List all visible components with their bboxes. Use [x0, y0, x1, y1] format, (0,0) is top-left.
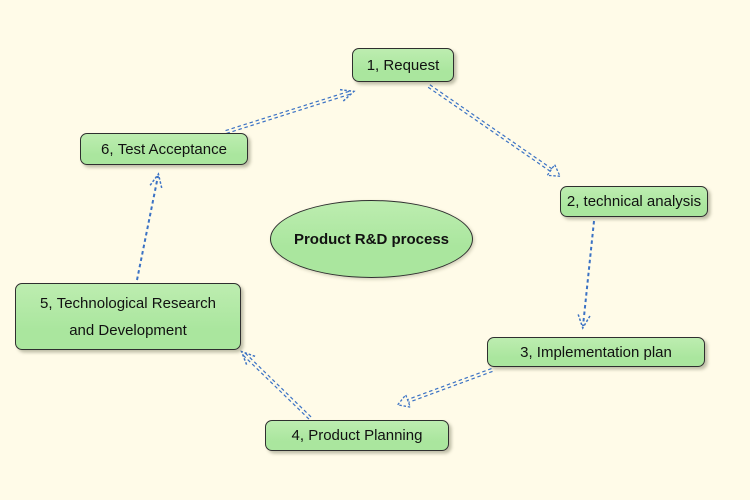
connector-3-to-4-arrow	[396, 368, 493, 408]
node-request: 1, Request	[352, 48, 454, 82]
node-product-planning: 4, Product Planning	[265, 420, 449, 451]
connector-4-to-5-arrow	[240, 350, 312, 420]
node-test-acceptance: 6, Test Acceptance	[80, 133, 248, 165]
node-implementation-plan: 3, Implementation plan	[487, 337, 705, 367]
node-label: 4, Product Planning	[291, 427, 423, 444]
node-technical-analysis: 2, technical analysis	[560, 186, 708, 217]
node-label: 5, Technological Research and Developmen…	[40, 294, 216, 339]
node-label: 3, Implementation plan	[520, 343, 672, 361]
diagram-title: Product R&D process	[293, 230, 450, 248]
connector-6-to-1-arrow	[225, 88, 356, 135]
node-label: 2, technical analysis	[566, 193, 702, 210]
connector-1-to-2-arrow	[427, 84, 562, 177]
node-label: 1, Request	[366, 56, 440, 74]
connector-5-to-6-arrow	[136, 172, 163, 281]
node-label: 6, Test Acceptance	[101, 140, 227, 158]
node-technological-research-and-development: 5, Technological Research and Developmen…	[15, 283, 241, 350]
center-ellipse-title: Product R&D process	[270, 200, 473, 278]
connector-2-to-3-arrow	[577, 220, 595, 330]
